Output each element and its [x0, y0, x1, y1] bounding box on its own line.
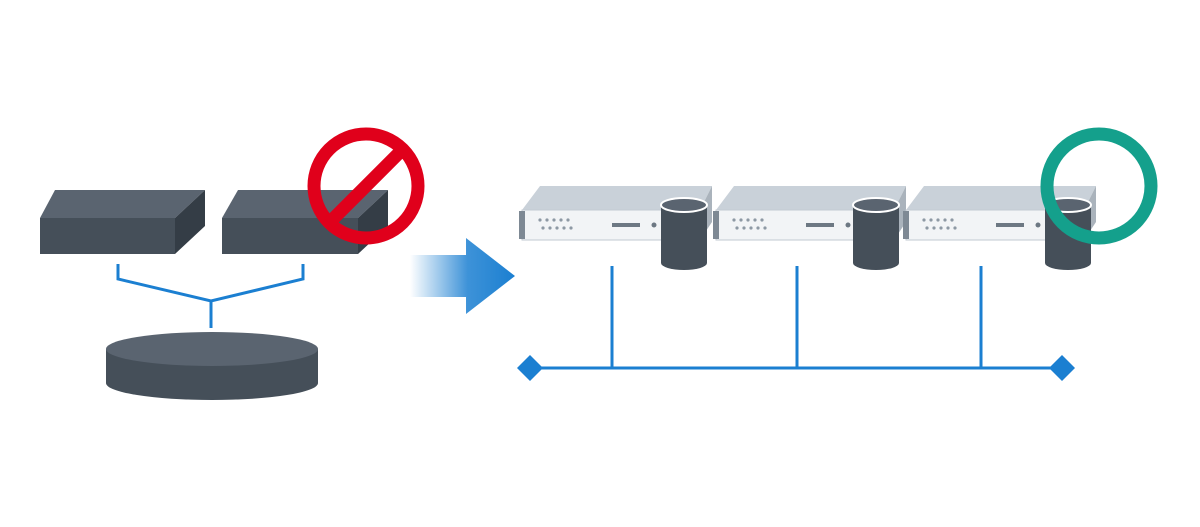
- network-line-icon: [530, 266, 1062, 370]
- database-cylinder-icon: [660, 197, 708, 270]
- disk-platter-icon: [106, 332, 318, 400]
- ok-circle-icon: [1040, 127, 1158, 245]
- bus-end-marker: [517, 355, 543, 381]
- prohibited-icon: [307, 127, 425, 245]
- storage-box-icon: [40, 190, 205, 254]
- database-cylinder-icon: [852, 197, 900, 270]
- bus-end-marker: [1049, 355, 1075, 381]
- connector-lines: [116, 264, 305, 328]
- right-group: [517, 127, 1158, 381]
- left-group: [40, 127, 425, 400]
- arrow-right-icon: [410, 238, 515, 314]
